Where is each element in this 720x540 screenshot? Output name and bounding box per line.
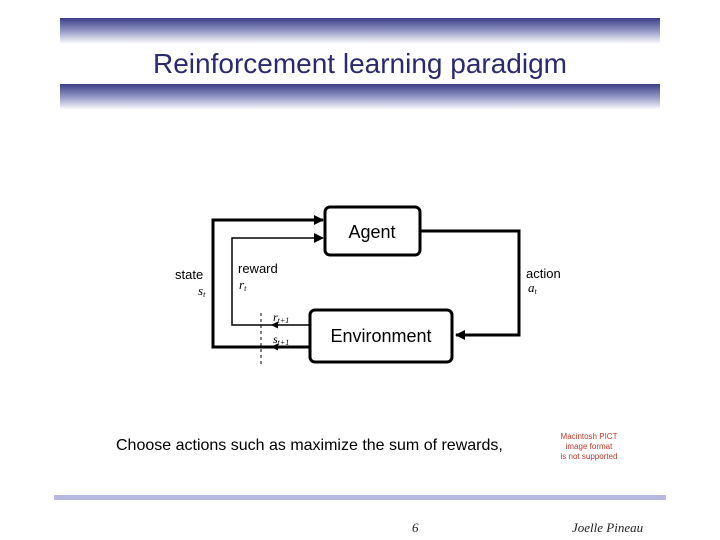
next-state-symbol: st+1 — [273, 332, 289, 347]
state-arrow — [211, 215, 324, 349]
slide-title: Reinforcement learning paradigm — [153, 48, 567, 79]
pict-line-1: Macintosh PICT — [560, 432, 618, 441]
agent-box: Agent — [323, 205, 422, 257]
action-arrow — [420, 229, 521, 340]
pict-line-2: image format — [565, 442, 613, 451]
slide-caption: Choose actions such as maximize the sum … — [116, 437, 503, 454]
reward-label: reward — [238, 261, 278, 276]
state-symbol: st — [198, 283, 206, 299]
title-band-bottom — [60, 84, 660, 110]
state-label: state — [175, 267, 203, 282]
environment-label: Environment — [330, 326, 431, 346]
agent-label: Agent — [348, 222, 395, 242]
title-band-top — [60, 18, 660, 44]
next-reward-symbol: rt+1 — [273, 310, 289, 325]
author-name: Joelle Pineau — [572, 520, 644, 535]
environment-box: Environment — [308, 308, 454, 364]
pict-line-3: is not supported — [560, 452, 618, 461]
action-symbol: at — [528, 280, 538, 296]
reward-symbol: rt — [239, 277, 247, 293]
footer-divider — [54, 495, 666, 500]
action-label: action — [526, 266, 561, 281]
unsupported-image-placeholder: Macintosh PICT image format is not suppo… — [556, 432, 622, 462]
rl-loop-diagram: Agent Environment state st reward rt act… — [175, 205, 561, 365]
page-number: 6 — [412, 520, 419, 535]
